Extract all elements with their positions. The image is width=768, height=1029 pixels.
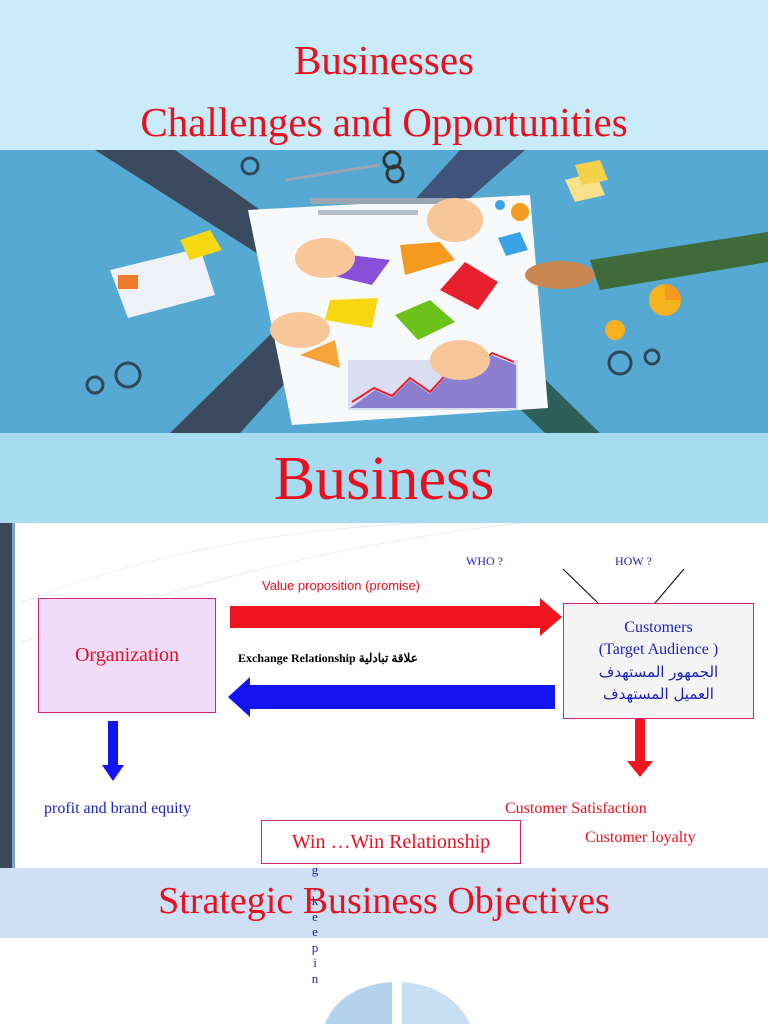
organization-box: Organization [38, 598, 216, 713]
vertical-letter: , [313, 877, 317, 893]
slide1-title-line2: Challenges and Opportunities [140, 99, 628, 145]
slide3-pie-graphic [325, 982, 470, 1024]
vertical-letter: g [311, 862, 319, 877]
slide2-title: Business [273, 445, 495, 513]
left-rule-bar [0, 523, 12, 868]
win-win-box: Win …Win Relationship [261, 820, 521, 864]
slide3-header: Strategic Business Objectives [0, 868, 768, 938]
slide1-header: Businesses Challenges and Opportunities [0, 0, 768, 150]
win-win-label: Win …Win Relationship [291, 830, 491, 853]
left-rule-accent [12, 523, 15, 868]
customer-loyalty-label: Customer loyalty [585, 829, 696, 846]
slide3-title: Strategic Business Objectives [158, 880, 610, 922]
value-proposition-label: Value proposition (promise) [262, 578, 420, 593]
vertical-letter: k [311, 893, 319, 908]
who-connector-line [562, 568, 599, 604]
slide1-title-line1: Businesses [294, 37, 474, 83]
profit-label: profit and brand equity [44, 800, 192, 817]
customers-box: Customers (Target Audience ) الجمهور الم… [563, 603, 754, 719]
target-audience-label: (Target Audience ) [598, 641, 719, 658]
who-label: WHO ? [466, 554, 503, 568]
organization-label: Organization [74, 644, 180, 666]
vertical-letter: e [312, 924, 318, 939]
customer-satisfaction-label: Customer Satisfaction [505, 800, 647, 817]
value-arrow-right [230, 598, 562, 636]
vertical-letter: n [311, 970, 319, 986]
teamwork-illustration-graphic [85, 150, 768, 433]
exchange-arrow-left [228, 677, 555, 717]
vertical-overflow-text: g , k e e p i n [309, 862, 321, 986]
how-connector-line [654, 568, 685, 604]
exchange-relationship-label: Exchange Relationship علاقة تبادلية [238, 651, 418, 665]
target-audience-arabic-2: العميل المستهدف [603, 685, 714, 703]
target-audience-arabic-1: الجمهور المستهدف [598, 663, 719, 681]
vertical-letter: e [312, 908, 318, 924]
profit-arrow-down [102, 721, 124, 781]
vertical-letter: p [311, 939, 319, 955]
satisfaction-arrow-down [627, 719, 653, 777]
how-label: HOW ? [615, 554, 652, 568]
slide3-body [0, 938, 768, 1024]
customers-label: Customers [624, 619, 693, 636]
diagram-connectors [19, 523, 685, 781]
teamwork-illustration [0, 150, 768, 433]
vertical-letter: i [313, 955, 317, 970]
slide2-header: Business [0, 433, 768, 523]
